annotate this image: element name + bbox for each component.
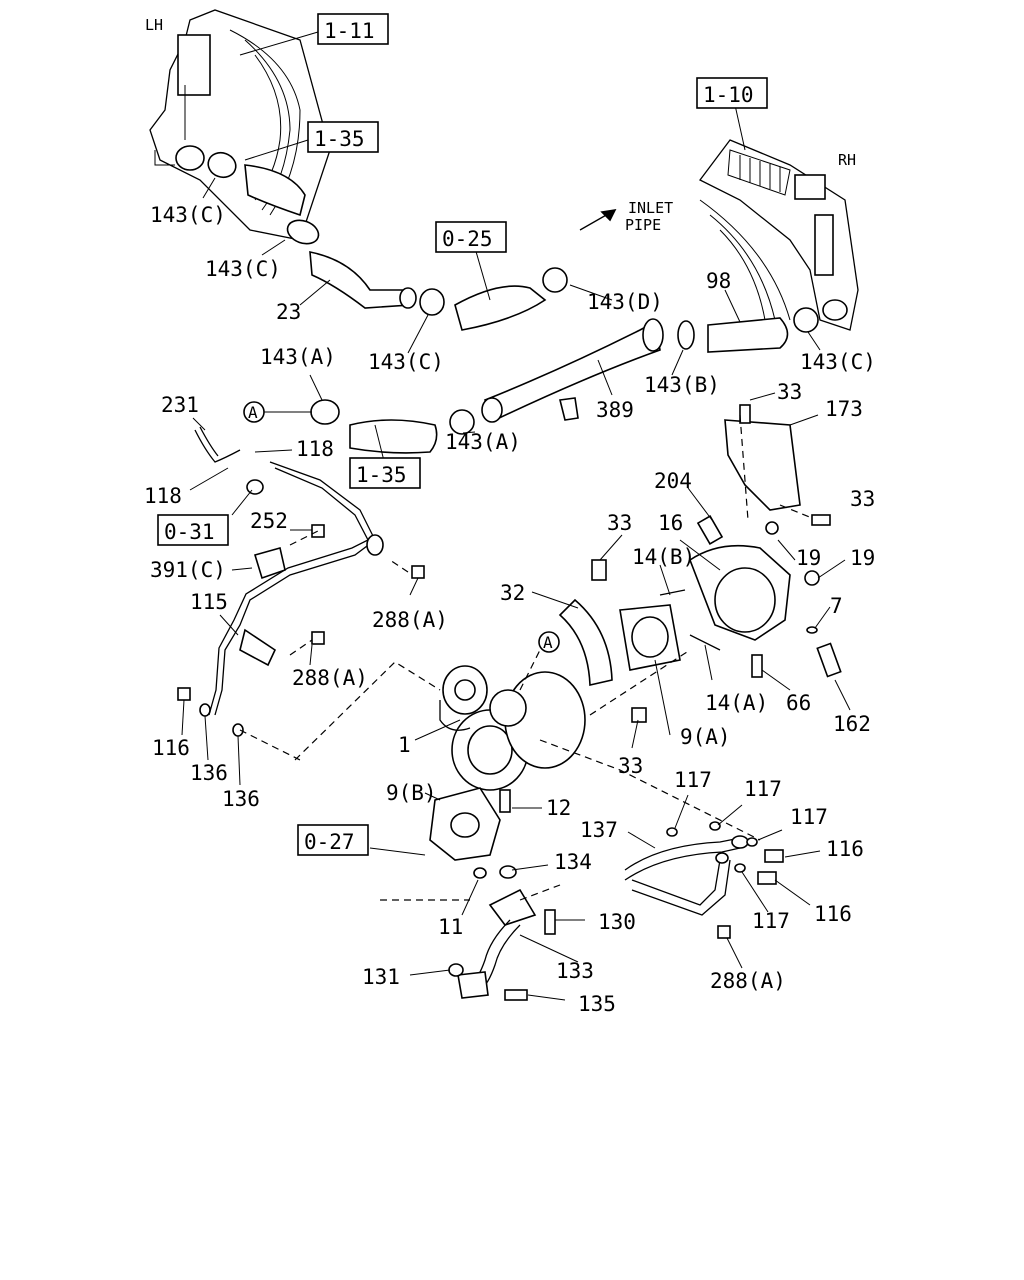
callout: 288(A)	[292, 666, 368, 690]
callout: 33	[607, 511, 632, 535]
callout: 117	[752, 909, 790, 933]
callout: 143(A)	[260, 345, 336, 369]
callout: 19	[796, 546, 821, 570]
callout: 19	[850, 546, 875, 570]
callout: 116	[814, 902, 852, 926]
callout: 389	[596, 398, 634, 422]
side-labels: LH RH	[145, 16, 856, 169]
callout: 115	[190, 590, 228, 614]
callout: 143(A)	[445, 430, 521, 454]
callout: 12	[546, 796, 571, 820]
callout: 16	[658, 511, 683, 535]
callout: 116	[826, 837, 864, 861]
callout: 131	[362, 965, 400, 989]
callout: 162	[833, 712, 871, 736]
callout: 14(A)	[705, 691, 768, 715]
ref-box-label: 1-35	[314, 127, 365, 151]
circle-markers: A A	[243, 401, 560, 653]
callout: 143(C)	[368, 350, 444, 374]
callout: 134	[554, 850, 592, 874]
ref-box-label: 0-31	[164, 520, 215, 544]
lh-label: LH	[145, 16, 163, 34]
upper-hoses-drawing	[207, 151, 819, 454]
callout: 116	[152, 736, 190, 760]
ref-box-label: 1-35	[356, 463, 407, 487]
callout: 130	[598, 910, 636, 934]
callout: 23	[276, 300, 301, 324]
callout: 117	[674, 768, 712, 792]
callout: 66	[786, 691, 811, 715]
rh-intercooler-drawing	[699, 139, 859, 331]
ref-box-label: 1-10	[703, 83, 754, 107]
circle-mark-label: A	[248, 403, 258, 422]
callout: 143(B)	[644, 373, 720, 397]
callout: 133	[556, 959, 594, 983]
inlet-pipe-label: INLET PIPE	[625, 199, 673, 234]
callout: 33	[850, 487, 875, 511]
callout: 143(D)	[587, 290, 663, 314]
callout: 33	[777, 380, 802, 404]
ref-box-label: 0-27	[304, 830, 355, 854]
callout: 117	[744, 777, 782, 801]
callout: 32	[500, 581, 525, 605]
callout: 98	[706, 269, 731, 293]
dashed-guides	[239, 414, 813, 901]
inlet-pipe-line2: PIPE	[625, 216, 661, 234]
callout: 117	[790, 805, 828, 829]
inlet-pipe-line1: INLET	[628, 199, 673, 217]
circle-mark-label: A	[543, 633, 553, 652]
leader-lines	[181, 31, 851, 1001]
oil-feed-pipe-drawing	[177, 426, 425, 737]
ref-box-label: 1-11	[324, 19, 375, 43]
reference-boxes: 1-11 1-35 1-10 0-25 1-35 0-31 0-27	[157, 13, 768, 856]
callout: 288(A)	[372, 608, 448, 632]
callout: 33	[618, 754, 643, 778]
lh-intercooler-drawing	[149, 9, 331, 241]
callout: 135	[578, 992, 616, 1016]
callout: 1	[398, 733, 411, 757]
callout: 391(C)	[150, 558, 226, 582]
callout: 7	[830, 594, 843, 618]
callout: 118	[144, 484, 182, 508]
callout: 9(B)	[386, 781, 437, 805]
callout: 288(A)	[710, 969, 786, 993]
callout: 11	[438, 915, 463, 939]
right-oil-pipe-drawing	[624, 821, 784, 939]
callout: 204	[654, 469, 692, 493]
callout: 252	[250, 509, 288, 533]
ref-box-label: 0-25	[442, 227, 493, 251]
part-callouts: 143(C) 143(C) 23 143(C) 143(D) 98 143(C)…	[144, 203, 876, 1016]
rh-label: RH	[838, 151, 856, 169]
callout: 136	[222, 787, 260, 811]
callout: 173	[825, 397, 863, 421]
callout: 231	[161, 393, 199, 417]
callout: 143(C)	[800, 350, 876, 374]
turbocharger-drawing	[439, 404, 842, 791]
callout: 14(B)	[632, 545, 695, 569]
oil-return-drawing	[429, 787, 556, 1001]
callout: 118	[296, 437, 334, 461]
callout: 143(C)	[205, 257, 281, 281]
callout: 9(A)	[680, 725, 731, 749]
callout: 143(C)	[150, 203, 226, 227]
callout: 137	[580, 818, 618, 842]
callout: 136	[190, 761, 228, 785]
